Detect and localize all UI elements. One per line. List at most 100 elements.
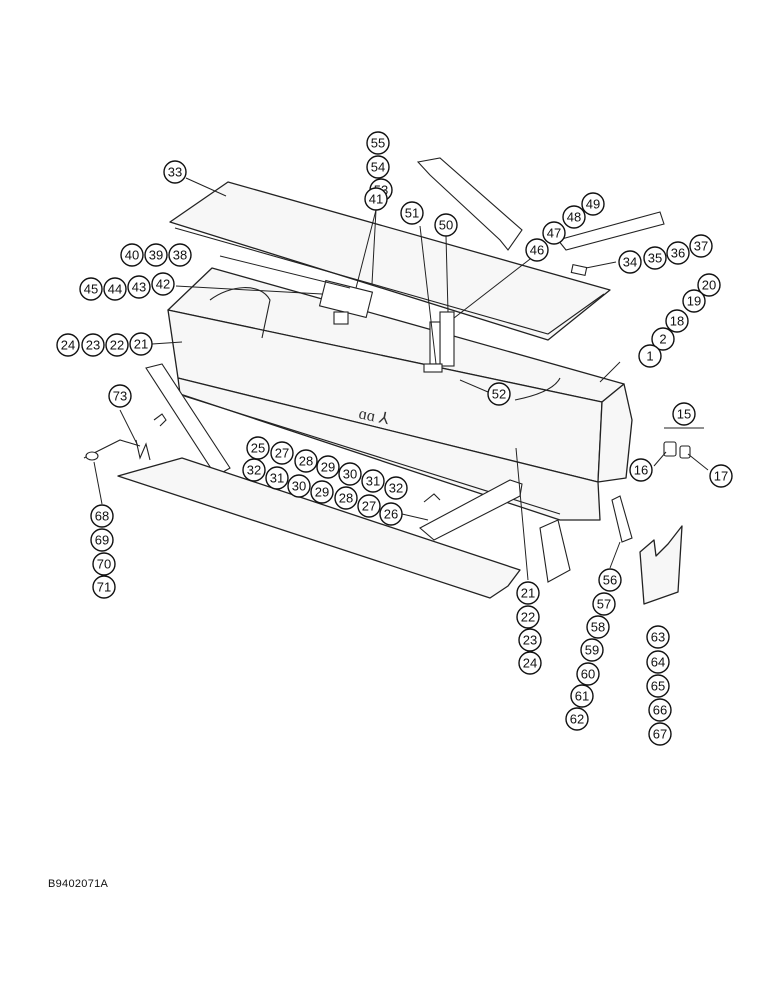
adjuster-bars	[423, 311, 455, 373]
svg-text:15: 15	[677, 407, 691, 422]
svg-text:27: 27	[362, 499, 376, 514]
svg-text:42: 42	[156, 277, 170, 292]
right-support-arm	[419, 479, 523, 541]
callout-29: 29	[316, 455, 340, 479]
svg-text:30: 30	[343, 467, 357, 482]
callout-63: 63	[646, 625, 670, 649]
callout-37: 37	[689, 234, 713, 258]
svg-text:54: 54	[371, 160, 385, 175]
svg-text:32: 32	[389, 481, 403, 496]
svg-text:57: 57	[597, 597, 611, 612]
callout-25: 25	[246, 436, 270, 460]
callout-35: 35	[643, 246, 667, 270]
svg-text:28: 28	[339, 491, 353, 506]
svg-text:33: 33	[168, 165, 182, 180]
top-brace-right	[557, 211, 665, 251]
callout-24: 24	[56, 333, 80, 357]
callout-56: 56	[598, 568, 622, 592]
callout-43: 43	[127, 275, 151, 299]
svg-text:22: 22	[521, 610, 535, 625]
callout-54: 54	[366, 155, 390, 179]
small-hooks	[153, 413, 441, 503]
callout-48: 48	[562, 205, 586, 229]
callout-49: 49	[581, 192, 605, 216]
svg-text:29: 29	[315, 485, 329, 500]
callout-17: 17	[709, 464, 733, 488]
callout-31: 31	[361, 469, 385, 493]
svg-text:46: 46	[530, 243, 544, 258]
callout-23-second: 23	[518, 628, 542, 652]
svg-text:62: 62	[570, 712, 584, 727]
callout-62: 62	[565, 707, 589, 731]
svg-text:24: 24	[61, 338, 75, 353]
side-shield-63	[639, 525, 683, 605]
svg-text:61: 61	[575, 689, 589, 704]
callout-46: 46	[525, 238, 549, 262]
svg-text:29: 29	[321, 460, 335, 475]
callout-73: 73	[108, 384, 132, 408]
svg-text:30: 30	[292, 479, 306, 494]
callout-18: 18	[665, 309, 689, 333]
svg-text:65: 65	[651, 679, 665, 694]
svg-text:21: 21	[521, 586, 535, 601]
callout-55: 55	[366, 131, 390, 155]
svg-text:17: 17	[714, 469, 728, 484]
svg-text:28: 28	[299, 454, 313, 469]
svg-text:34: 34	[623, 255, 637, 270]
svg-text:49: 49	[586, 197, 600, 212]
svg-text:20: 20	[702, 278, 716, 293]
callout-65: 65	[646, 674, 670, 698]
callout-57: 57	[592, 592, 616, 616]
hinge-assembly	[318, 279, 374, 325]
svg-text:32: 32	[247, 463, 261, 478]
callout-29-second: 29	[310, 480, 334, 504]
svg-text:40: 40	[125, 248, 139, 263]
svg-text:22: 22	[110, 338, 124, 353]
svg-text:36: 36	[671, 246, 685, 261]
bushings-16-17	[663, 441, 691, 459]
svg-text:73: 73	[113, 389, 127, 404]
callout-24-second: 24	[518, 651, 542, 675]
callout-28-second: 28	[334, 486, 358, 510]
callout-52: 52	[487, 382, 511, 406]
callout-47: 47	[542, 221, 566, 245]
callouts: 55 54 53 51 50 47 48 49 46 33 41 40 39 3…	[56, 131, 733, 746]
callout-36: 36	[666, 241, 690, 265]
svg-text:ɑɑ ⅄: ɑɑ ⅄	[357, 405, 391, 428]
callout-22: 22	[105, 333, 129, 357]
callout-22-second: 22	[516, 605, 540, 629]
svg-text:16: 16	[634, 463, 648, 478]
svg-text:50: 50	[439, 218, 453, 233]
bottom-shield-plate	[117, 457, 521, 599]
side-bracket-56	[611, 495, 633, 543]
callout-60: 60	[576, 662, 600, 686]
callout-64: 64	[646, 650, 670, 674]
svg-text:23: 23	[86, 338, 100, 353]
svg-text:19: 19	[687, 294, 701, 309]
svg-text:67: 67	[653, 727, 667, 742]
callout-45: 45	[79, 277, 103, 301]
figure-id: B9402071A	[48, 878, 109, 890]
spring-pin	[83, 439, 151, 461]
callout-59: 59	[580, 638, 604, 662]
left-support-arm	[145, 363, 231, 477]
callout-19: 19	[682, 289, 706, 313]
callout-26: 26	[379, 502, 403, 526]
callout-42: 42	[151, 272, 175, 296]
callout-16: 16	[629, 458, 653, 482]
svg-text:44: 44	[108, 282, 122, 297]
callout-40: 40	[120, 243, 144, 267]
callout-15: 15	[672, 402, 696, 426]
callout-20: 20	[697, 273, 721, 297]
svg-text:64: 64	[651, 655, 665, 670]
callout-32-second: 32	[242, 458, 266, 482]
svg-text:27: 27	[275, 446, 289, 461]
callout-39: 39	[144, 243, 168, 267]
svg-text:24: 24	[523, 656, 537, 671]
svg-text:48: 48	[567, 210, 581, 225]
callout-70: 70	[92, 552, 116, 576]
svg-text:25: 25	[251, 441, 265, 456]
callout-69: 69	[90, 528, 114, 552]
svg-text:69: 69	[95, 533, 109, 548]
